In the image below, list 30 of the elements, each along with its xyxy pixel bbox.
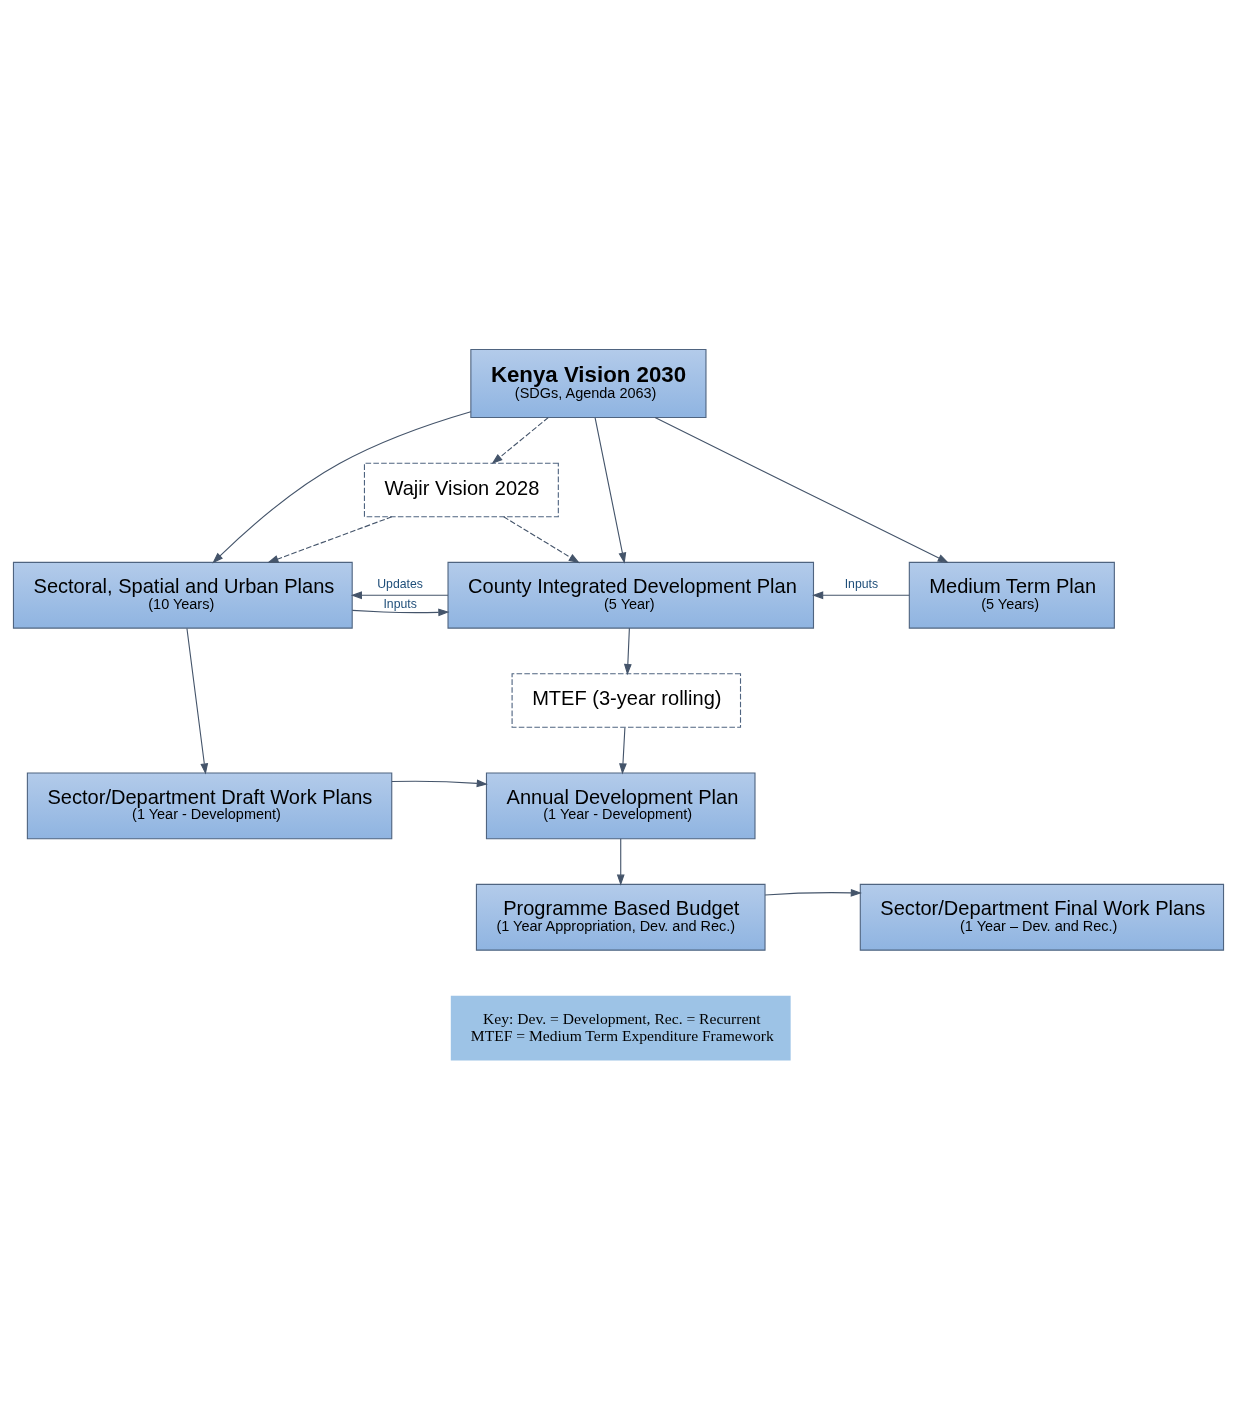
label: MTEF = Medium Term Expenditure Framework bbox=[470, 1026, 774, 1044]
arrow bbox=[351, 608, 449, 617]
arrow bbox=[185, 627, 208, 775]
node-box: Sector/Department Final Work Plans (1 Year – Dev. and Rec.) bbox=[859, 883, 1224, 951]
node-box: Wajir Vision 2028 bbox=[363, 462, 559, 518]
edge-label: Inputs bbox=[844, 577, 878, 592]
arrow bbox=[764, 888, 862, 897]
edge-label: Updates bbox=[376, 577, 423, 592]
arrow bbox=[654, 417, 949, 563]
node-box: County Integrated Development Plan (5 Year) bbox=[446, 561, 814, 629]
edge-label: Inputs bbox=[382, 597, 417, 612]
arrow bbox=[616, 838, 625, 886]
arrow bbox=[502, 516, 580, 564]
node-box: MTEF (3-year rolling) bbox=[511, 673, 741, 728]
node-box: Medium Term Plan (5 Years) bbox=[908, 561, 1115, 629]
arrow bbox=[491, 417, 549, 465]
arrow bbox=[811, 591, 910, 600]
node-box: Sectoral, Spatial and Urban Plans (10 Years) bbox=[12, 561, 353, 629]
arrow bbox=[266, 516, 392, 563]
node-box: Sector/Department Draft Work Plans (1 Year - Development) bbox=[26, 772, 392, 840]
node-box: Kenya Vision 2030 (SDGs, Agenda 2063) bbox=[469, 349, 707, 419]
node-box: Programme Based Budget (1 Year Appropriation, Dev. and Rec.) bbox=[475, 883, 766, 951]
node-box: Annual Development Plan (1 Year - Development) bbox=[485, 772, 756, 840]
arrow bbox=[211, 411, 471, 564]
arrow bbox=[623, 627, 632, 676]
arrow bbox=[390, 779, 488, 788]
arrow bbox=[618, 727, 627, 775]
arrow bbox=[350, 591, 448, 600]
arrow bbox=[594, 417, 626, 564]
label: Key: Dev. = Development, Rec. = Recurrent bbox=[482, 1009, 761, 1027]
